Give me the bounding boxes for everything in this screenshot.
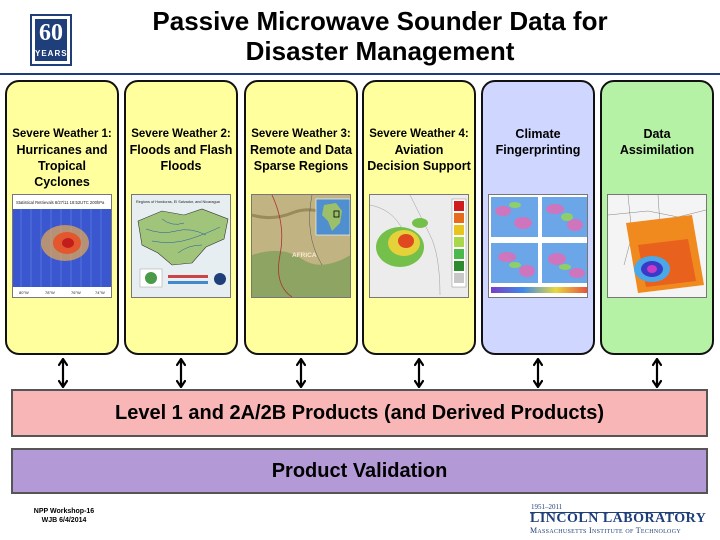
- logo-number: 60: [39, 20, 63, 46]
- figure-caption: Regions of Honduras, El Salvador, and Ni…: [136, 200, 221, 204]
- panel-heading: Severe Weather 4: Aviation Decision Supp…: [367, 126, 471, 174]
- product-validation-bar: Product Validation: [11, 448, 708, 494]
- hurricane-retrieval-image: Statistical Retrievals 8/27/11 18:52UTC …: [12, 194, 112, 298]
- double-arrow-icon: [414, 358, 424, 388]
- assimilation-map-graphic: [608, 195, 706, 297]
- panel-hurricanes: Severe Weather 1: Hurricanes and Tropica…: [5, 80, 119, 355]
- title-line-2: Disaster Management: [245, 36, 515, 66]
- lincoln-rule: [530, 512, 690, 513]
- panel-label: Data Assimilation: [619, 127, 695, 157]
- panel-label: Aviation Decision Support: [367, 143, 471, 173]
- panel-heading: Severe Weather 2: Floods and Flash Flood…: [129, 126, 233, 174]
- climate-maps-image: [488, 194, 588, 298]
- panel-label: Climate Fingerprinting: [495, 127, 581, 157]
- double-arrow-icon: [58, 358, 68, 388]
- lincoln-lab-name: LINCOLN LABORATORY: [530, 511, 707, 526]
- flood-map-graphic: Regions of Honduras, El Salvador, and Ni…: [132, 195, 230, 297]
- figure-caption: Statistical Retrievals 8/27/11 18:52UTC …: [16, 200, 105, 205]
- panel-remote-regions: Severe Weather 3: Remote and Data Sparse…: [244, 80, 358, 355]
- lincoln-laboratory-logo: 1951–2011 LINCOLN LABORATORY Massachuset…: [530, 503, 710, 535]
- axis-tick: 74°W: [95, 290, 105, 295]
- panel-prefix: Severe Weather 4:: [369, 128, 469, 140]
- climate-maps-graphic: [489, 195, 587, 297]
- title-rule: [0, 73, 720, 75]
- title-line-1: Passive Microwave Sounder Data for: [152, 6, 608, 36]
- double-arrow-icon: [296, 358, 306, 388]
- flood-region-map: Regions of Honduras, El Salvador, and Ni…: [131, 194, 231, 298]
- panel-prefix: Severe Weather 2:: [131, 128, 231, 140]
- aviation-radar-image: [369, 194, 469, 298]
- axis-tick: 78°W: [45, 290, 55, 295]
- axis-tick: 80°W: [19, 290, 29, 295]
- assimilation-satellite-image: [607, 194, 707, 298]
- lincoln-years: 1951–2011: [531, 503, 563, 511]
- logo-label: YEARS: [35, 49, 68, 58]
- page-title: Passive Microwave Sounder Data for Disas…: [120, 6, 640, 66]
- africa-map-graphic: AFRICA: [252, 195, 350, 297]
- panel-climate-fingerprinting: Climate Fingerprinting: [481, 80, 595, 355]
- double-arrow-icon: [176, 358, 186, 388]
- footer-note: NPP Workshop-16 WJB 6/4/2014: [24, 507, 104, 525]
- products-bar: Level 1 and 2A/2B Products (and Derived …: [11, 389, 708, 437]
- panel-prefix: Severe Weather 3:: [251, 128, 351, 140]
- panel-data-assimilation: Data Assimilation: [600, 80, 714, 355]
- panel-label: Floods and Flash Floods: [129, 143, 233, 173]
- footer-workshop: NPP Workshop-16: [33, 508, 95, 515]
- aviation-radar-graphic: [370, 195, 468, 297]
- panel-heading: Severe Weather 3: Remote and Data Sparse…: [249, 126, 353, 174]
- hurricane-map-graphic: Statistical Retrievals 8/27/11 18:52UTC …: [13, 195, 111, 297]
- footer-author-date: WJB 6/4/2014: [41, 517, 87, 524]
- africa-terrain-map: AFRICA: [251, 194, 351, 298]
- panel-heading: Climate Fingerprinting: [486, 126, 590, 158]
- panel-prefix: Severe Weather 1:: [12, 128, 112, 140]
- double-arrow-icon: [533, 358, 543, 388]
- panel-aviation: Severe Weather 4: Aviation Decision Supp…: [362, 80, 476, 355]
- lincoln-mit: Massachusetts Institute of Technology: [530, 526, 681, 535]
- panel-heading: Severe Weather 1: Hurricanes and Tropica…: [10, 126, 114, 190]
- panel-heading: Data Assimilation: [605, 126, 709, 158]
- map-label-africa: AFRICA: [292, 252, 317, 259]
- sixty-years-logo: 60 YEARS: [30, 14, 72, 66]
- double-arrow-icon: [652, 358, 662, 388]
- panel-label: Remote and Data Sparse Regions: [249, 143, 353, 173]
- panel-floods: Severe Weather 2: Floods and Flash Flood…: [124, 80, 238, 355]
- panel-label: Hurricanes and Tropical Cyclones: [16, 143, 108, 189]
- axis-tick: 76°W: [71, 290, 81, 295]
